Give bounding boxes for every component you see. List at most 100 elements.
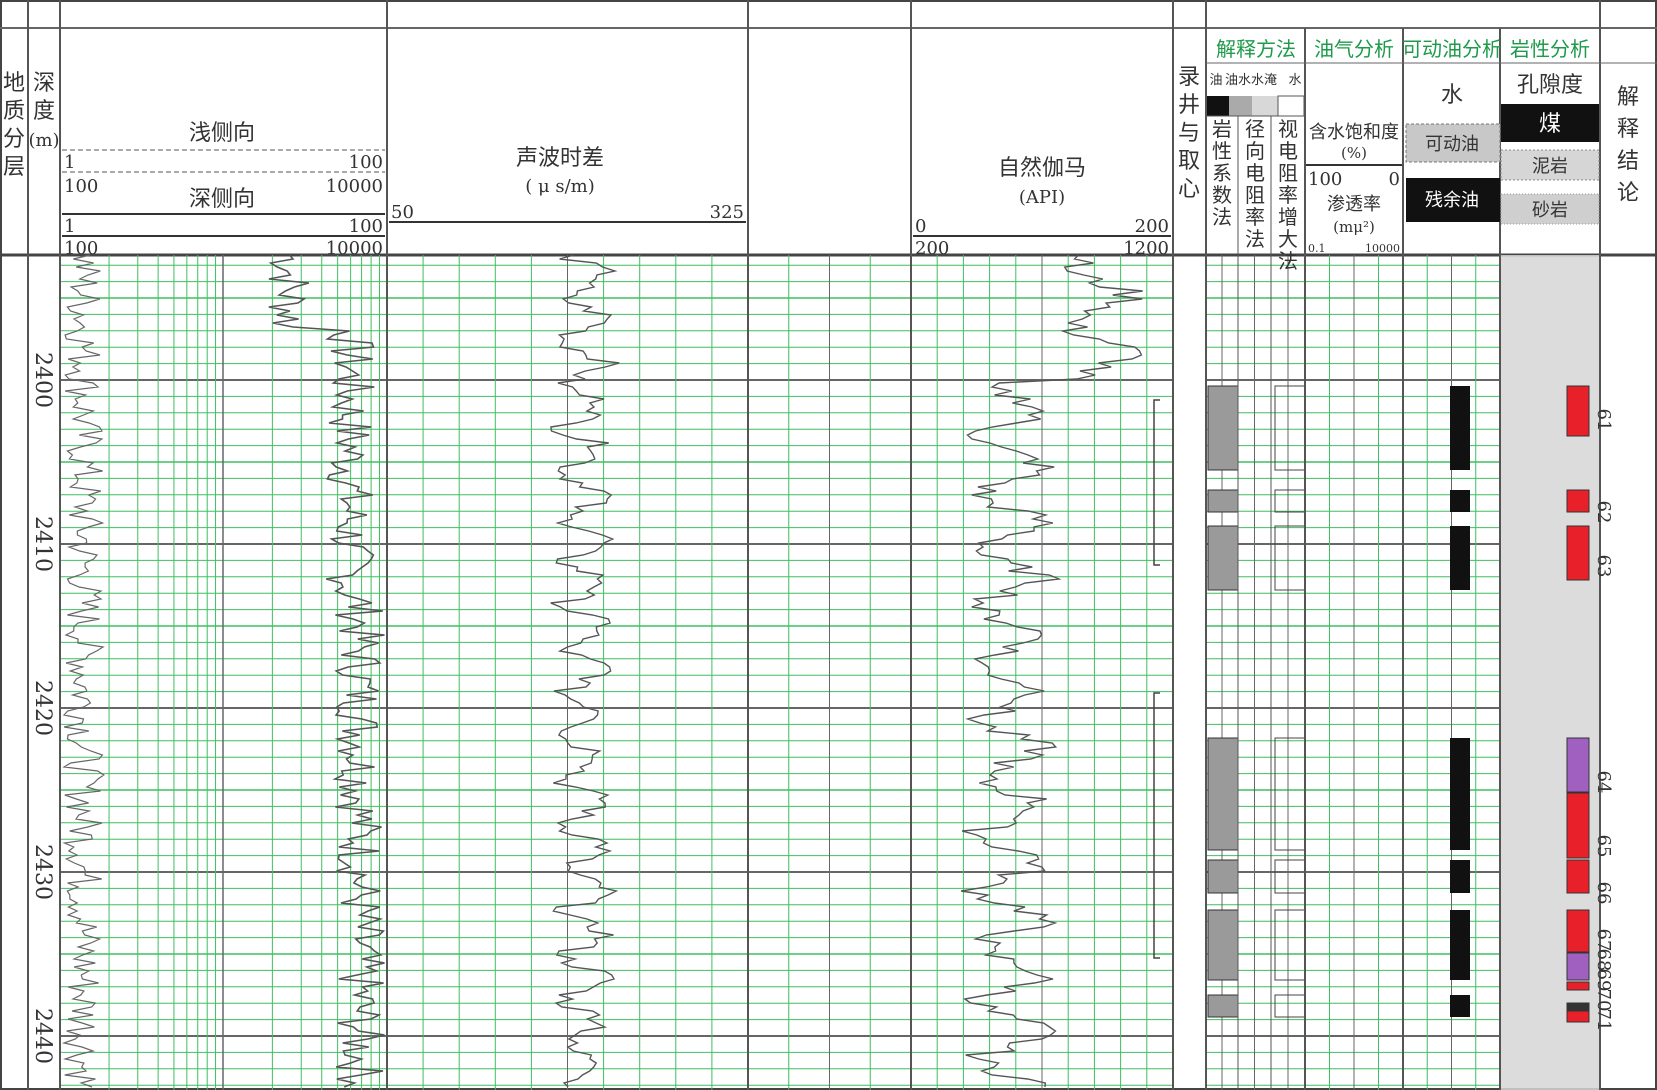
sonic-header: 声波时差 ( μ s/m) 50 325 (389, 146, 746, 223)
resistivity-header: 浅侧向 1 100 100 10000 深侧向 1 100 100 10000 (62, 121, 385, 259)
interp-column-label: 岩 (1212, 117, 1232, 141)
svg-text:泥岩: 泥岩 (1532, 156, 1568, 177)
svg-text:0.1: 0.1 (1308, 242, 1326, 255)
svg-text:10000: 10000 (326, 176, 383, 197)
interp-column-label: 法 (1278, 249, 1298, 273)
svg-text:325: 325 (710, 202, 744, 223)
svg-text:(API): (API) (1019, 187, 1065, 208)
svg-text:1: 1 (64, 216, 75, 237)
gamma-header: 自然伽马 (API) 0 200 200 1200 (913, 156, 1171, 259)
svg-text:层: 层 (3, 155, 25, 180)
depth-tick-label: 2420 (30, 680, 55, 736)
svg-text:残余油: 残余油 (1425, 190, 1479, 211)
interp-column-label: 径 (1245, 117, 1265, 141)
svg-text:取: 取 (1178, 149, 1200, 174)
svg-text:井: 井 (1178, 93, 1200, 118)
geo-layer-header: 地 质 分 层 (3, 71, 25, 180)
shallow-title: 浅侧向 (189, 121, 255, 146)
svg-text:油: 油 (1209, 73, 1222, 88)
svg-text:0: 0 (915, 216, 926, 237)
svg-text:200: 200 (915, 238, 949, 259)
interpretation-blocks (1153, 255, 1599, 1090)
layer-number-label: 66 (1593, 882, 1614, 905)
svg-text:(m): (m) (28, 130, 59, 151)
svg-text:水: 水 (1288, 73, 1301, 88)
depth-tick-label: 2410 (30, 516, 55, 572)
interp-column-label: 数 (1212, 183, 1232, 207)
log-curves (61, 254, 1143, 1088)
svg-text:深: 深 (33, 71, 55, 96)
layer-number-label: 69 (1593, 969, 1614, 992)
movable-oil-header: 可动油分析 水 可动油 残余油 (1402, 37, 1502, 222)
interp-column-label: 电 (1245, 161, 1265, 185)
svg-text:油水: 油水 (1225, 73, 1251, 88)
deep-title: 深侧向 (189, 187, 255, 212)
interp-column-label: 性 (1212, 139, 1232, 163)
svg-text:100: 100 (64, 176, 98, 197)
svg-text:100: 100 (64, 238, 98, 259)
svg-text:10000: 10000 (1365, 242, 1400, 255)
interp-column-label: 率 (1278, 183, 1298, 207)
interp-column-label: 率 (1245, 205, 1265, 229)
svg-text:水淹: 水淹 (1251, 73, 1277, 88)
interp-column-label: 法 (1245, 227, 1265, 251)
svg-text:(%): (%) (1341, 144, 1367, 162)
conclusion-header: 解 释 结 论 (1617, 85, 1639, 206)
lithology-header: 岩性分析 孔隙度 煤 泥岩 砂岩 (1500, 37, 1600, 225)
svg-text:0: 0 (1389, 169, 1400, 190)
interp-column-label: 向 (1245, 139, 1265, 163)
track-separators (27, 0, 1601, 1090)
layer-number-label: 67 (1593, 929, 1614, 952)
oil-gas-header: 油气分析 含水饱和度 (%) 100 0 渗透率 (mμ²) 0.1 10000 (1306, 37, 1402, 255)
svg-text:度: 度 (33, 99, 55, 124)
interp-column-label: 电 (1278, 139, 1298, 163)
depth-header: 深 度 (m) (28, 71, 59, 151)
interp-column-label: 增 (1278, 205, 1298, 229)
svg-text:声波时差: 声波时差 (516, 146, 604, 171)
layer-number-label: 68 (1593, 949, 1614, 972)
svg-text:地: 地 (3, 71, 25, 96)
layer-number-label: 71 (1593, 1009, 1614, 1032)
layer-number-label: 65 (1593, 835, 1614, 858)
depth-tick-label: 2430 (30, 844, 55, 900)
svg-text:1200: 1200 (1123, 238, 1169, 259)
layer-number-label: 63 (1593, 555, 1614, 578)
svg-text:与: 与 (1178, 121, 1200, 146)
layer-number-label: 61 (1593, 409, 1614, 432)
svg-text:岩性分析: 岩性分析 (1510, 37, 1590, 61)
svg-text:200: 200 (1135, 216, 1169, 237)
svg-text:自然伽马: 自然伽马 (998, 156, 1086, 181)
interp-column-label: 法 (1212, 205, 1232, 229)
svg-text:100: 100 (349, 152, 383, 173)
interp-column-label: 大 (1278, 227, 1298, 251)
svg-text:油气分析: 油气分析 (1314, 37, 1394, 61)
svg-text:水: 水 (1441, 83, 1463, 108)
svg-text:录: 录 (1178, 65, 1200, 90)
track-grids (59, 255, 1500, 1090)
logging-coring-header: 录 井 与 取 心 (1178, 65, 1200, 202)
svg-text:质: 质 (3, 99, 25, 124)
layer-number-label: 62 (1593, 501, 1614, 524)
layer-number-label: 70 (1593, 989, 1614, 1012)
svg-text:(mμ²): (mμ²) (1333, 218, 1375, 236)
svg-text:解释方法: 解释方法 (1216, 37, 1296, 61)
svg-text:含水饱和度: 含水饱和度 (1309, 122, 1399, 143)
svg-text:可动油分析: 可动油分析 (1402, 37, 1502, 61)
depth-tick-label: 2400 (30, 352, 55, 408)
interp-column-label: 阻 (1245, 183, 1265, 207)
svg-text:10000: 10000 (326, 238, 383, 259)
svg-text:论: 论 (1617, 181, 1639, 206)
interp-column-label: 阻 (1278, 161, 1298, 185)
svg-text:分: 分 (3, 127, 25, 152)
svg-text:心: 心 (1178, 177, 1200, 202)
svg-text:1: 1 (64, 152, 75, 173)
svg-text:煤: 煤 (1539, 112, 1561, 137)
layer-number-label: 64 (1593, 771, 1614, 794)
svg-text:( μ s/m): ( μ s/m) (525, 176, 595, 197)
svg-text:100: 100 (349, 216, 383, 237)
